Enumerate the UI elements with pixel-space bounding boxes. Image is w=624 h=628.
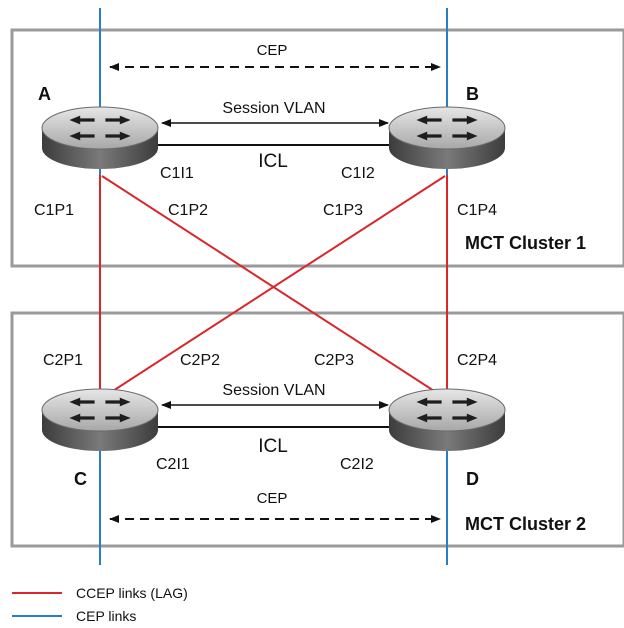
legend-ccep-label: CCEP links (LAG)	[76, 585, 188, 601]
cep-label-bottom: CEP	[257, 490, 288, 507]
session-vlan-label-top: Session VLAN	[222, 100, 325, 117]
node-b-label: B	[466, 84, 479, 104]
router-d-icon	[388, 388, 506, 452]
port-c1p3: C1P3	[323, 202, 363, 219]
icl-label-top: ICL	[258, 151, 288, 172]
port-c2p2: C2P2	[180, 352, 220, 369]
port-c2i2: C2I2	[340, 456, 374, 473]
legend-cep-label: CEP links	[76, 608, 136, 624]
port-c1p1: C1P1	[34, 202, 74, 219]
port-c1p4: C1P4	[457, 202, 497, 219]
ccep-link-b-c	[101, 175, 446, 399]
port-c1p2: C1P2	[168, 202, 208, 219]
port-c1i1: C1I1	[160, 165, 194, 182]
port-c2p1: C2P1	[43, 352, 83, 369]
port-c2p4: C2P4	[457, 352, 497, 369]
port-c2i1: C2I1	[156, 456, 190, 473]
port-c1i2: C1I2	[341, 165, 375, 182]
cluster-1-label: MCT Cluster 1	[465, 233, 586, 253]
session-vlan-label-bottom: Session VLAN	[222, 382, 325, 399]
router-c-icon	[41, 388, 159, 452]
node-a-label: A	[38, 84, 51, 104]
router-b-icon	[388, 106, 506, 170]
cluster-1-box	[10, 28, 624, 268]
cluster-2-box	[10, 311, 624, 548]
icl-label-bottom: ICL	[258, 436, 288, 457]
port-c2p3: C2P3	[314, 352, 354, 369]
cluster-2-label: MCT Cluster 2	[465, 514, 586, 534]
cep-label-top: CEP	[257, 42, 288, 59]
node-c-label: C	[74, 469, 87, 489]
node-d-label: D	[466, 469, 479, 489]
router-a-icon	[41, 106, 159, 170]
